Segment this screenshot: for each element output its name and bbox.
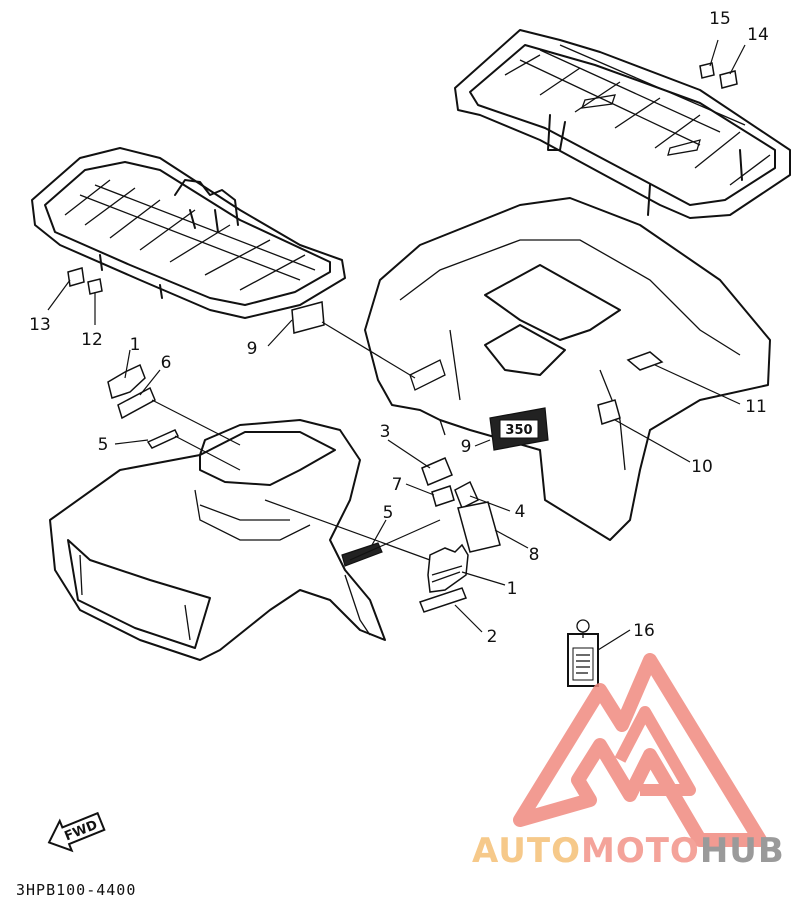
decal-15 [699, 62, 715, 79]
watermark-text: AUTOMOTOHUB [472, 831, 785, 871]
rear-fender [364, 197, 771, 541]
front-carrier [31, 147, 346, 319]
decal-11 [626, 351, 664, 371]
callout-4: 4 [515, 502, 526, 522]
decal-1-left [107, 363, 146, 399]
decal-9-350: 350 [489, 407, 549, 451]
decal-12 [87, 278, 103, 295]
callout-numbers: 13 12 15 14 9 1 6 5 11 10 9 3 7 4 8 5 1 … [29, 9, 769, 647]
decal-7 [431, 485, 455, 507]
decal-6 [117, 386, 156, 420]
decals: 350 [67, 62, 738, 687]
callout-8: 8 [529, 545, 540, 565]
watermark-moto: MOTO [581, 831, 700, 871]
callout-5-left: 5 [98, 435, 109, 455]
callout-1-left: 1 [130, 335, 141, 355]
decal-3 [421, 457, 453, 486]
callout-9-right: 9 [461, 437, 472, 457]
part-number: 3HPB100-4400 [16, 881, 136, 899]
decal-9-left [291, 301, 325, 334]
callout-2: 2 [487, 627, 498, 647]
fwd-arrow-icon: FWD [47, 811, 106, 853]
callout-9-left: 9 [247, 339, 258, 359]
tag-16 [567, 619, 599, 687]
front-fender [49, 419, 386, 661]
callout-3: 3 [380, 422, 391, 442]
watermark-logo-icon [513, 653, 767, 847]
callout-1-right: 1 [507, 579, 518, 599]
callout-10: 10 [691, 457, 713, 477]
decal-4 [454, 480, 479, 510]
leader-lines [47, 39, 746, 651]
decal-1-right [427, 543, 469, 593]
callout-13: 13 [29, 315, 51, 335]
watermark-auto: AUTO [472, 831, 581, 871]
decal-2 [419, 587, 467, 613]
callout-15: 15 [709, 9, 731, 29]
callout-7: 7 [392, 475, 403, 495]
callout-11: 11 [745, 397, 767, 417]
callout-14: 14 [747, 25, 769, 45]
watermark-hub: HUB [700, 831, 785, 871]
callout-16: 16 [633, 621, 655, 641]
decal-10 [597, 399, 621, 425]
callout-6: 6 [161, 353, 172, 373]
decal-5-left [146, 429, 180, 449]
decal-14 [719, 70, 738, 89]
rear-carrier [454, 29, 791, 219]
callout-5-right: 5 [383, 503, 394, 523]
decal-13 [67, 267, 85, 287]
decal-350-label: 350 [505, 423, 532, 438]
decal-8 [457, 501, 501, 553]
callout-12: 12 [81, 330, 103, 350]
